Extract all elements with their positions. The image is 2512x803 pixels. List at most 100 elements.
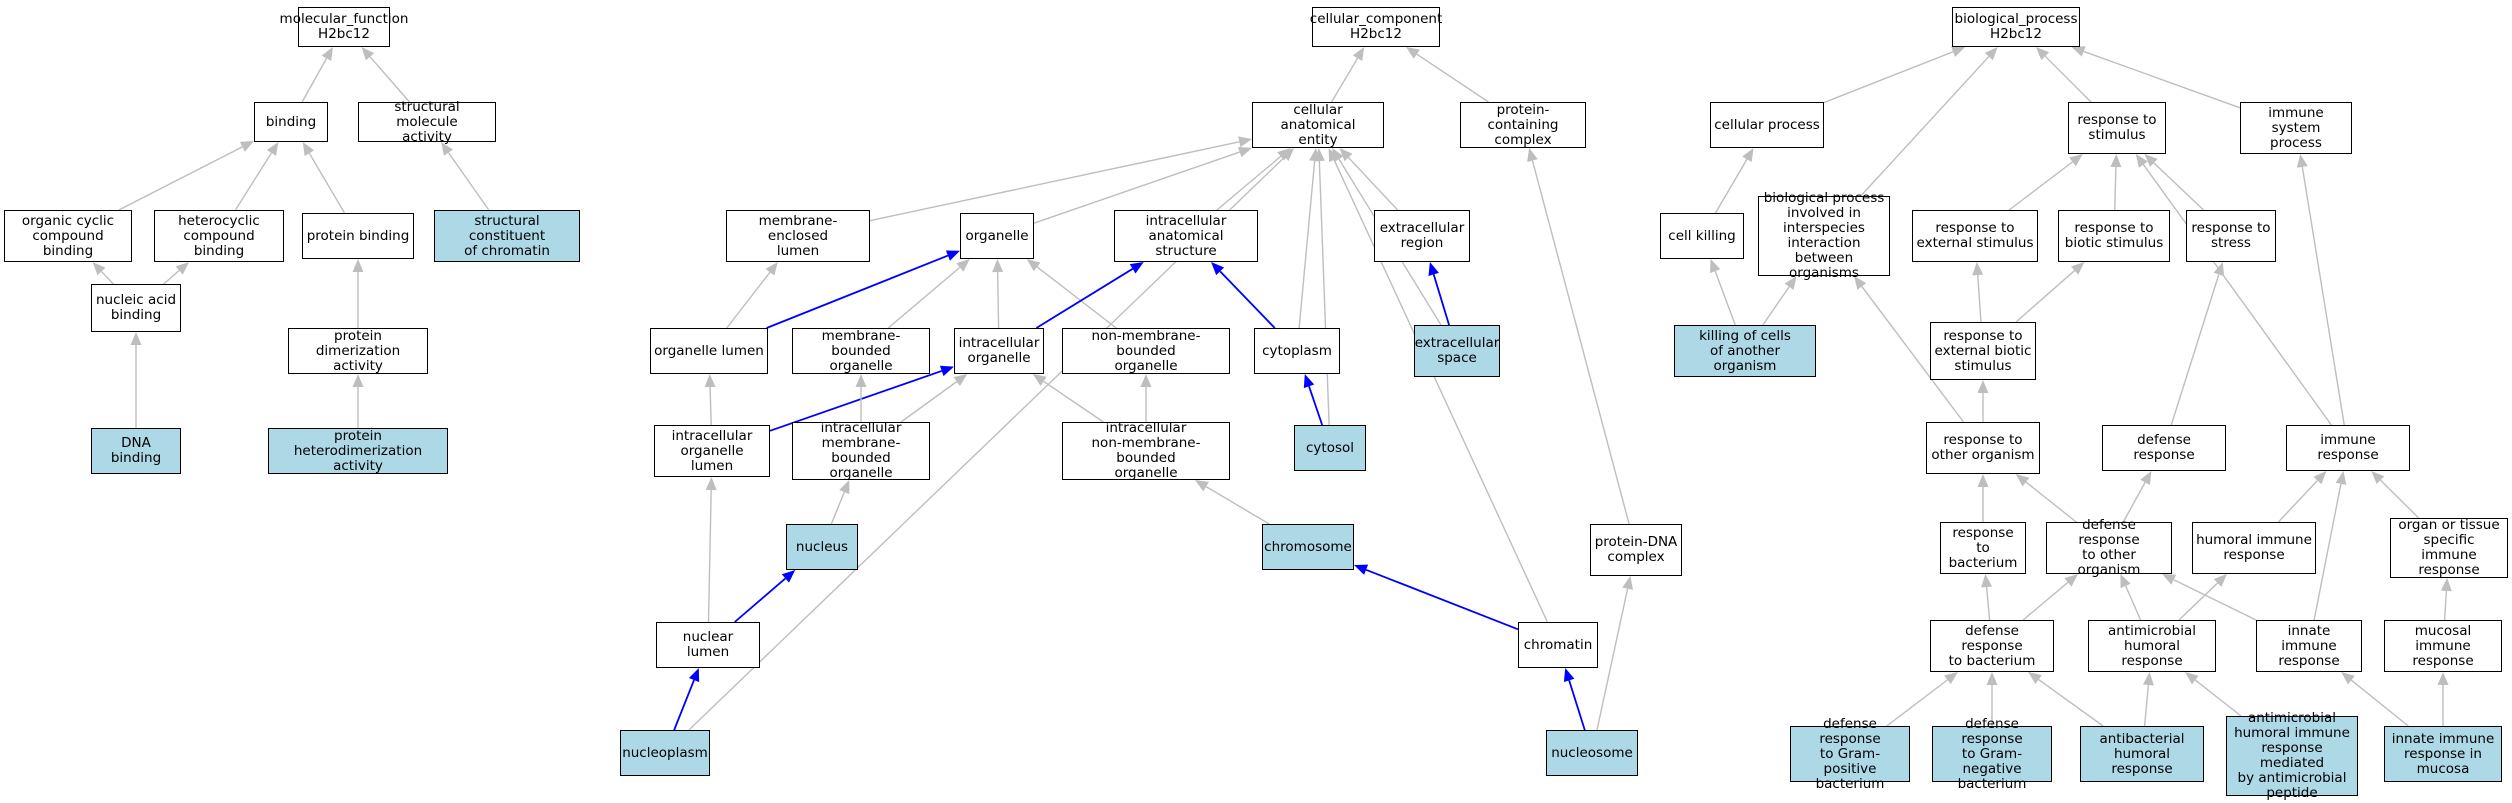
edge-cytosol-to-cytoplasm bbox=[1308, 386, 1324, 426]
edge-nucleic_acid_binding-to-organic_cyclic bbox=[100, 270, 114, 285]
arrowhead-organelle_lumen-to-membrane_enclosed_lumen bbox=[765, 262, 778, 276]
edge-membrane_bounded_organelle-to-organelle bbox=[887, 266, 961, 329]
arrowhead-cellular_process-to-bp_root bbox=[1951, 46, 1966, 57]
arrowhead-intracellular_non_membrane_bounded_organelle-to-intracellular_organelle bbox=[1032, 374, 1047, 386]
node-protein-binding: protein binding bbox=[302, 213, 414, 259]
edge-extracellular_region-to-cellular_anatomical_entity bbox=[1347, 157, 1399, 211]
arrowhead-nucleosome-to-protein_dna_complex bbox=[1622, 576, 1633, 590]
arrowhead-antimicrobial_humoral-to-defense_response_other bbox=[2120, 574, 2131, 589]
edge-organelle-to-cellular_anatomical_entity bbox=[1033, 151, 1240, 224]
node-response-to-bacterium: response to bacterium bbox=[1940, 522, 2026, 574]
node-intracellular-membrane-bounded-organelle: intracellular membrane-bounded organelle bbox=[792, 421, 930, 481]
node-extracellular-region: extracellular region bbox=[1374, 210, 1470, 262]
node-defense-response: defense response bbox=[2102, 425, 2226, 471]
arrowhead-nucleic_acid_binding-to-heterocyclic bbox=[175, 262, 190, 275]
node-non-membrane-bounded-organelle: non-membrane-bounded organelle bbox=[1062, 328, 1230, 374]
edge-protein_dna_complex-to-protein_containing_complex bbox=[1531, 160, 1630, 525]
node-protein-containing-complex: protein-containing complex bbox=[1460, 102, 1586, 148]
arrowhead-innate_mucosa-to-mucosal_immune_response bbox=[2437, 672, 2449, 685]
node-response-to-external-biotic-stimulus: response to external biotic stimulus bbox=[1930, 322, 2036, 380]
arrowhead-innate_immune_response-to-immune_response bbox=[2335, 471, 2347, 485]
node-intracellular-organelle-lumen: intracellular organelle lumen bbox=[654, 425, 770, 477]
node-cell-killing: cell killing bbox=[1660, 213, 1744, 259]
arrowhead-intracellular_membrane_bounded_organelle-to-intracellular_organelle bbox=[953, 374, 968, 387]
edge-immune_system_process-to-bp_root bbox=[2083, 50, 2241, 109]
edge-nucleic_acid_binding-to-heterocyclic bbox=[163, 269, 180, 285]
edge-bp_interspecies-to-bp_root bbox=[1860, 56, 1990, 197]
edge-defense_response_other-to-response_to_other_organism bbox=[2025, 481, 2077, 523]
arrowhead-protein_heterodimerization-to-protein_dimerization bbox=[352, 374, 364, 387]
node-defense-response-to-bacterium: defense response to bacterium bbox=[1930, 620, 2054, 672]
edge-chromosome-to-intracellular_non_membrane_bounded_organelle bbox=[1205, 486, 1270, 525]
node-nuclear-lumen: nuclear lumen bbox=[656, 622, 760, 668]
node-killing-of-cells-of-another-organism: killing of cells of another organism bbox=[1674, 325, 1816, 377]
edge-humoral_immune_response-to-immune_response bbox=[2277, 479, 2318, 523]
edge-mucosal_immune_response-to-organ_tissue_immune bbox=[2443, 590, 2448, 621]
edge-nucleoplasm-to-nuclear_lumen bbox=[673, 679, 695, 731]
arrowhead-defense_response_other-to-response_to_other_organism bbox=[2015, 474, 2030, 487]
edge-protein_containing_complex-to-cc_root bbox=[1416, 53, 1489, 103]
node-antimicrobial-humoral-response: antimicrobial humoral response bbox=[2088, 620, 2216, 672]
node-defense-response-to-gram-positive-bacterium: defense response to Gram-positive bacter… bbox=[1790, 716, 1910, 791]
arrowhead-nuclear_lumen-to-intracellular_organelle_lumen bbox=[705, 477, 717, 491]
arrowhead-mucosal_immune_response-to-organ_tissue_immune bbox=[2440, 578, 2452, 592]
node-defense-response-to-gram-negative-bacterium: defense response to Gram-negative bacter… bbox=[1932, 716, 2052, 791]
edge-cytosol-to-cellular_anatomical_entity bbox=[1318, 160, 1330, 426]
arrowhead-nucleosome-to-chromatin bbox=[1563, 668, 1575, 683]
arrowhead-response_to_external_biotic-to-response_to_external_stimulus bbox=[1972, 262, 1984, 276]
edge-immune_response-to-response_to_stimulus bbox=[2142, 164, 2332, 426]
edge-intracellular_organelle_lumen-to-organelle_lumen bbox=[709, 386, 712, 426]
edge-membrane_enclosed_lumen-to-cellular_anatomical_entity bbox=[869, 141, 1240, 222]
arrowhead-chromatin-to-cellular_anatomical_entity bbox=[1328, 148, 1340, 163]
arrowhead-cell_killing-to-cellular_process bbox=[1742, 148, 1754, 162]
arrowhead-bp_interspecies-to-bp_root bbox=[1984, 47, 1998, 61]
arrowhead-antimicrobial_peptide-to-antimicrobial_humoral bbox=[2185, 672, 2199, 685]
arrowhead-immune_response-to-response_to_stimulus bbox=[2135, 154, 2148, 168]
node-response-to-stress: response to stress bbox=[2186, 210, 2276, 262]
node-antimicrobial-humoral-immune-response-peptide: antimicrobial humoral immune response me… bbox=[2226, 711, 2358, 801]
arrowhead-humoral_immune_response-to-immune_response bbox=[2313, 471, 2327, 485]
edge-antibacterial_humoral-to-antimicrobial_humoral bbox=[2143, 684, 2150, 727]
edge-intracellular_non_membrane_bounded_organelle-to-intracellular_organelle bbox=[1043, 380, 1104, 423]
arrowhead-non_membrane_bounded_organelle-to-organelle bbox=[1026, 259, 1041, 272]
arrowhead-protein_binding-to-binding bbox=[302, 142, 315, 156]
arrowhead-organ_tissue_immune-to-immune_response bbox=[2371, 471, 2385, 485]
edge-defense_gram_positive-to-defense_response_bacterium bbox=[1886, 679, 1948, 727]
arrowhead-nucleus-to-intracellular_membrane_bounded_organelle bbox=[839, 480, 850, 495]
arrowhead-immune_system_process-to-bp_root bbox=[2071, 46, 2086, 57]
arrowhead-response_to_other_organism-to-bp_interspecies bbox=[1854, 276, 1867, 290]
arrowhead-response_to_bacterium-to-response_to_other_organism bbox=[1977, 474, 1989, 487]
arrowhead-extracellular_space-to-extracellular_region bbox=[1428, 262, 1439, 277]
arrowhead-intracellular_membrane_bounded_organelle-to-membrane_bounded_organelle bbox=[855, 374, 867, 387]
arrowhead-dna_binding-to-nucleic_acid_binding bbox=[130, 332, 142, 345]
arrowhead-extracellular_region-to-cellular_anatomical_entity bbox=[1339, 148, 1353, 162]
arrowhead-nucleic_acid_binding-to-organic_cyclic bbox=[92, 262, 106, 276]
edge-innate_immune_response-to-defense_response_other bbox=[2173, 579, 2257, 621]
edge-response_to_external_biotic-to-response_to_biotic_stimulus bbox=[2015, 270, 2076, 323]
arrowhead-nucleoplasm-to-nuclear_lumen bbox=[688, 668, 700, 683]
arrowhead-defense_gram_positive-to-defense_response_bacterium bbox=[1944, 672, 1958, 685]
edge-killing_of_cells-to-cell_killing bbox=[1714, 270, 1736, 326]
node-humoral-immune-response: humoral immune response bbox=[2192, 522, 2316, 574]
arrowhead-membrane_bounded_organelle-to-organelle bbox=[956, 259, 970, 272]
node-membrane-bounded-organelle: membrane-bounded organelle bbox=[792, 328, 930, 374]
node-chromosome: chromosome bbox=[1262, 524, 1354, 570]
edge-defense_response-to-response_to_stress bbox=[2170, 274, 2220, 426]
node-immune-system-process: immune system process bbox=[2240, 102, 2352, 154]
node-response-to-biotic-stimulus: response to biotic stimulus bbox=[2058, 210, 2170, 262]
edge-organic_cyclic-to-binding bbox=[118, 146, 243, 211]
node-dna-binding: DNA binding bbox=[91, 428, 181, 474]
edge-response_to_external_biotic-to-response_to_external_stimulus bbox=[1977, 274, 1982, 323]
edge-organelle_lumen-to-membrane_enclosed_lumen bbox=[726, 271, 771, 329]
edge-nuclear_lumen-to-intracellular_organelle_lumen bbox=[707, 489, 712, 623]
arrowhead-heterocyclic-to-binding bbox=[266, 142, 279, 156]
node-protein-heterodimerization-activity: protein heterodimerization activity bbox=[268, 428, 448, 474]
node-nucleic-acid-binding: nucleic acid binding bbox=[91, 284, 181, 332]
arrowhead-antibacterial_humoral-to-antimicrobial_humoral bbox=[2142, 672, 2154, 686]
edge-antibacterial_humoral-to-defense_response_bacterium bbox=[2038, 679, 2104, 727]
arrowhead-response_to_other_organism-to-response_to_external_biotic bbox=[1977, 380, 1989, 393]
edge-organelle_lumen-to-organelle bbox=[766, 254, 949, 329]
edge-cellular_process-to-bp_root bbox=[1823, 51, 1954, 104]
node-nucleus: nucleus bbox=[786, 524, 858, 570]
